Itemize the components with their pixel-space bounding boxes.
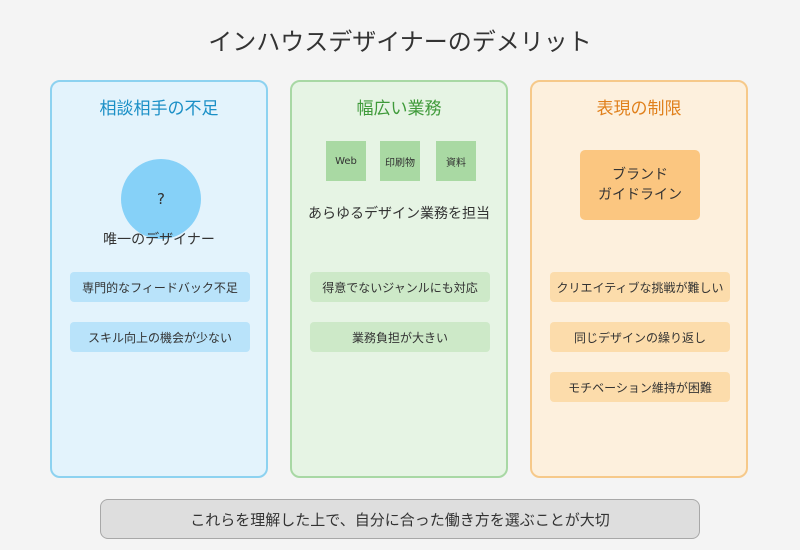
panel-expression-limits: 表現の制限 ブランド ガイドライン クリエイティブな挑戦が難しい 同じデザインの… — [530, 80, 748, 478]
brand-guideline-box: ブランド ガイドライン — [580, 150, 700, 220]
list-item: 専門的なフィードバック不足 — [70, 272, 250, 302]
center-label: あらゆるデザイン業務を担当 — [308, 206, 490, 222]
list-item: 同じデザインの繰り返し — [550, 322, 730, 352]
tag-print: 印刷物 — [380, 141, 420, 181]
footer-note: これらを理解した上で、自分に合った働き方を選ぶことが大切 — [100, 499, 700, 539]
diagram-title: インハウスデザイナーのデメリット — [208, 28, 592, 56]
panel-lack-of-consultation: 相談相手の不足 ? 唯一のデザイナー 専門的なフィードバック不足 スキル向上の機… — [50, 80, 268, 478]
tag-documents: 資料 — [436, 141, 476, 181]
center-label: 唯一のデザイナー — [103, 232, 215, 248]
list-item: クリエイティブな挑戦が難しい — [550, 272, 730, 302]
list-item: 得意でないジャンルにも対応 — [310, 272, 490, 302]
panel-title: 幅広い業務 — [356, 99, 442, 119]
list-item: 業務負担が大きい — [310, 322, 490, 352]
list-item: モチベーション維持が困難 — [550, 372, 730, 402]
list-item: スキル向上の機会が少ない — [70, 322, 250, 352]
tag-web: Web — [326, 141, 366, 181]
brand-line-2: ガイドライン — [598, 187, 682, 203]
panel-title: 相談相手の不足 — [99, 99, 219, 119]
brand-line-1: ブランド — [612, 167, 668, 183]
panel-wide-tasks: 幅広い業務 Web 印刷物 資料 あらゆるデザイン業務を担当 得意でないジャンル… — [290, 80, 508, 478]
question-circle-icon: ? — [121, 159, 201, 239]
panel-title: 表現の制限 — [596, 99, 682, 119]
circle-label: ? — [157, 190, 165, 208]
